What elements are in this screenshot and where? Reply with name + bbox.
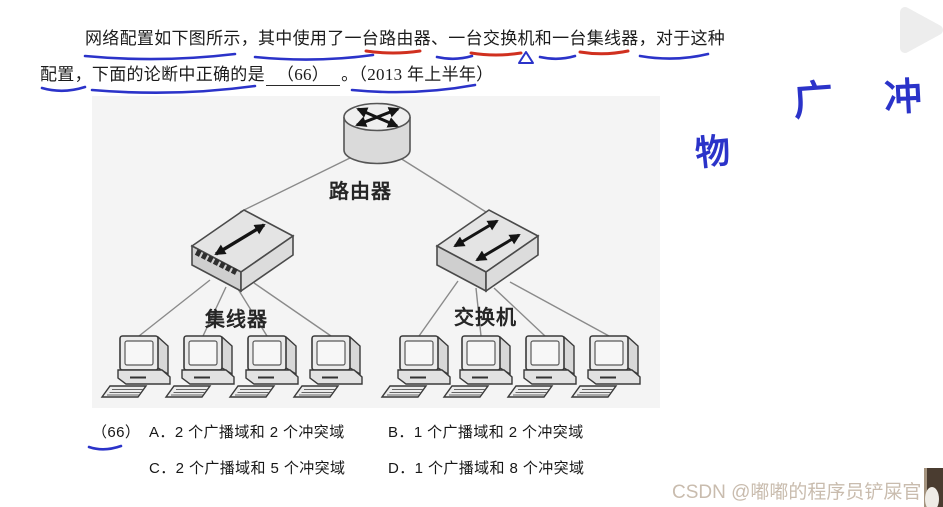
option-b: B．1 个广播域和 2 个冲突域 (388, 421, 584, 442)
handwritten-guang: 广 (791, 76, 835, 125)
webcam-overlay-sliver (924, 468, 943, 507)
switch-computers (381, 335, 641, 398)
question-line-1: 网络配置如下图所示，其中使用了一台路由器、一台交换机和一台集线器，对于这种 (85, 29, 726, 48)
question-line2-prefix: 配置，下面的论断中正确的是 (40, 65, 265, 84)
option-d-text: 1 个广播域和 8 个冲突域 (414, 460, 585, 477)
router-icon (343, 102, 411, 165)
handwritten-chong: 冲 (883, 76, 924, 120)
option-b-key: B． (388, 424, 414, 441)
b-watermark-icon (900, 7, 943, 53)
webcam-sliver-highlight (925, 487, 939, 507)
question-line-2: 配置，下面的论断中正确的是（66）。（2013 年上半年） (40, 65, 493, 86)
option-c: C．2 个广播域和 5 个冲突域 (149, 457, 345, 478)
figure-background (92, 96, 660, 408)
option-a-key: A． (149, 424, 175, 441)
option-b-text: 1 个广播域和 2 个冲突域 (413, 424, 584, 441)
option-d: D．1 个广播域和 8 个冲突域 (388, 457, 584, 478)
option-question-number: （66） (92, 424, 141, 441)
switch-icon (435, 209, 540, 293)
hub-icon (190, 209, 295, 293)
csdn-watermark: CSDN @嘟嘟的程序员铲屎官 (672, 482, 922, 503)
option-a-text: 2 个广播域和 2 个冲突域 (174, 424, 345, 441)
hub-label: 集线器 (205, 309, 268, 331)
blue-underlines (40, 52, 710, 451)
option-a: A．2 个广播域和 2 个冲突域 (149, 421, 345, 442)
handwritten-wu: 物 (693, 131, 733, 174)
blue-triangle-mark (518, 51, 534, 64)
router-label: 路由器 (329, 181, 392, 203)
switch-label: 交换机 (454, 307, 517, 329)
red-underlines (364, 49, 630, 57)
hub-computers (101, 335, 363, 398)
option-c-key: C． (149, 460, 176, 477)
question-exam-session: （2013 年上半年） (358, 65, 494, 84)
question-blank-66: （66） (265, 65, 341, 86)
question-line2-period: 。 (341, 65, 359, 84)
option-c-text: 2 个广播域和 5 个冲突域 (175, 460, 346, 477)
webcam-sliver-strip (924, 468, 927, 507)
option-d-key: D． (388, 460, 415, 477)
